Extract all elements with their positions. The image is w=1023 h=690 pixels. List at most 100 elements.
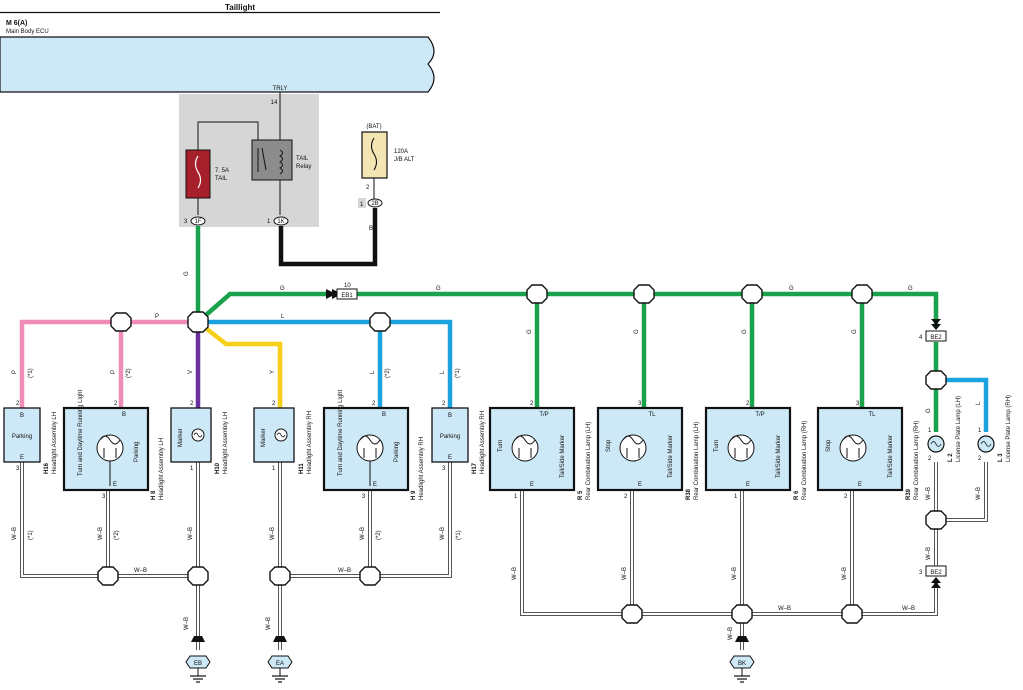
terminal-label: T/P [755, 412, 764, 418]
pin-label: 1 [360, 202, 364, 208]
wire-label: W–B [512, 567, 518, 580]
component-code: R39 [906, 488, 912, 500]
wire-label: W–B [266, 617, 272, 630]
lamp-name: Tail/Side Marker [560, 435, 566, 478]
pin-label: 1 [267, 219, 271, 225]
wire-label: G [742, 329, 748, 334]
terminal-label: TL [648, 412, 656, 418]
ground-bk: BK [729, 636, 755, 683]
wire-label: W–B [98, 527, 104, 540]
pin-label: 3 [638, 401, 642, 407]
terminal-label: E [530, 482, 534, 488]
main-body-ecu [0, 36, 435, 93]
component-r39: TL E Stop Tail/Side Marker 3 2 R39 Rear … [816, 401, 920, 500]
wire-label: L [281, 314, 285, 320]
wire-label: B [369, 226, 373, 232]
wire-label: W–B [926, 547, 932, 560]
wire-label: W–B [440, 527, 446, 540]
component-l3: 1 2 L 3 License Plate Lamp (RH) [977, 395, 1012, 462]
ground-ea-label: EA [276, 661, 284, 667]
pin-label: 1 [978, 428, 982, 434]
lamp-name: Tail/Side Marker [668, 435, 674, 478]
trly-pin: 14 [271, 100, 278, 106]
wire-yellow [196, 320, 283, 408]
connector-2b-label: 2B [371, 201, 378, 207]
terminal-label: B [382, 412, 386, 418]
tail-relay-sublabel: Relay [296, 164, 311, 170]
pin-label: 2 [978, 456, 982, 462]
ground-harness-right [520, 462, 988, 650]
component-code: H10 [215, 462, 221, 474]
pin-label: 3 [919, 570, 923, 576]
page-title: Taillight [225, 3, 255, 12]
component-code: R 6 [794, 490, 800, 500]
terminal-label: TL [868, 412, 876, 418]
pin-label: 1 [272, 466, 276, 472]
wire-label: G [527, 329, 533, 334]
component-name: Headlight Assembly RH [419, 437, 425, 500]
lamp-name: Marker [261, 428, 267, 447]
ground-junction-nodes [97, 510, 947, 624]
be2-arrow [931, 324, 941, 330]
connector-be2-top [925, 330, 947, 342]
pin-label: 3 [16, 466, 20, 472]
pin-label: 4 [919, 335, 923, 341]
lamp-name: Tail/Side Marker [776, 435, 782, 478]
option-mark: (*2) [385, 368, 391, 378]
component-name: License Plate Lamp (LH) [956, 396, 962, 462]
wire-label: G [789, 286, 794, 292]
terminal-label: B [20, 413, 24, 419]
wire-label: W–B [188, 527, 194, 540]
terminal-label: E [858, 482, 862, 488]
component-name: Rear Combination Lamp (LH) [586, 422, 592, 500]
wire-label: L [976, 401, 982, 405]
wire-label: G [908, 286, 913, 292]
wire-label: P [111, 370, 117, 374]
pin-label: 2 [16, 401, 20, 407]
tail-relay [251, 139, 293, 181]
option-mark: (*2) [126, 368, 132, 378]
component-code: H17 [472, 462, 478, 474]
ground-bk-label: BK [738, 661, 746, 667]
pin-label: 3 [362, 494, 366, 500]
wire-blue [198, 319, 453, 408]
lamp-name: Parking [12, 434, 32, 440]
wire-label: W–B [338, 568, 351, 574]
pin-label: 3 [102, 494, 106, 500]
component-name: Rear Combination Lamp (RH) [802, 421, 808, 500]
wire-label: W–B [732, 567, 738, 580]
pin-label: 2 [746, 401, 750, 407]
ground-eb-label: EB [194, 661, 202, 667]
pin-label: 2 [928, 456, 932, 462]
component-name: License Plate Lamp (RH) [1006, 395, 1012, 462]
option-mark: (*1) [28, 530, 34, 540]
wire-label: G [634, 329, 640, 334]
wire-label: W–B [270, 527, 276, 540]
lamp-name: Stop [606, 439, 612, 452]
ground-ea: EA [267, 636, 293, 683]
terminal-label: B [122, 412, 126, 418]
connector-be2-bottom [925, 565, 947, 577]
bat-label: (BAT) [366, 124, 381, 130]
ground-harness-left [20, 462, 452, 650]
connector-eb1 [336, 288, 358, 300]
wire-label: G [184, 271, 190, 276]
component-l2: 1 2 L 2 License Plate Lamp (LH) [927, 396, 962, 462]
component-name: Rear Combination Lamp (RH) [914, 421, 920, 500]
component-name: Headlight Assembly RH [480, 411, 486, 474]
wire-label: W–B [842, 567, 848, 580]
connector-1k [273, 216, 289, 226]
pin-label: 2 [442, 401, 446, 407]
component-code: H16 [44, 462, 50, 474]
trly-label: TRLY [273, 86, 288, 92]
pin-label: 2 [366, 185, 370, 191]
wire-label: W–B [12, 527, 18, 540]
wire-label: Y [270, 370, 276, 374]
wire-label: W–B [976, 487, 982, 500]
wire-label: W–B [926, 487, 932, 500]
alt-fuse-rating: 120A [394, 149, 408, 155]
pin-label: 3 [856, 401, 860, 407]
tail-fuse [185, 149, 211, 199]
wire-label: L [370, 370, 376, 374]
